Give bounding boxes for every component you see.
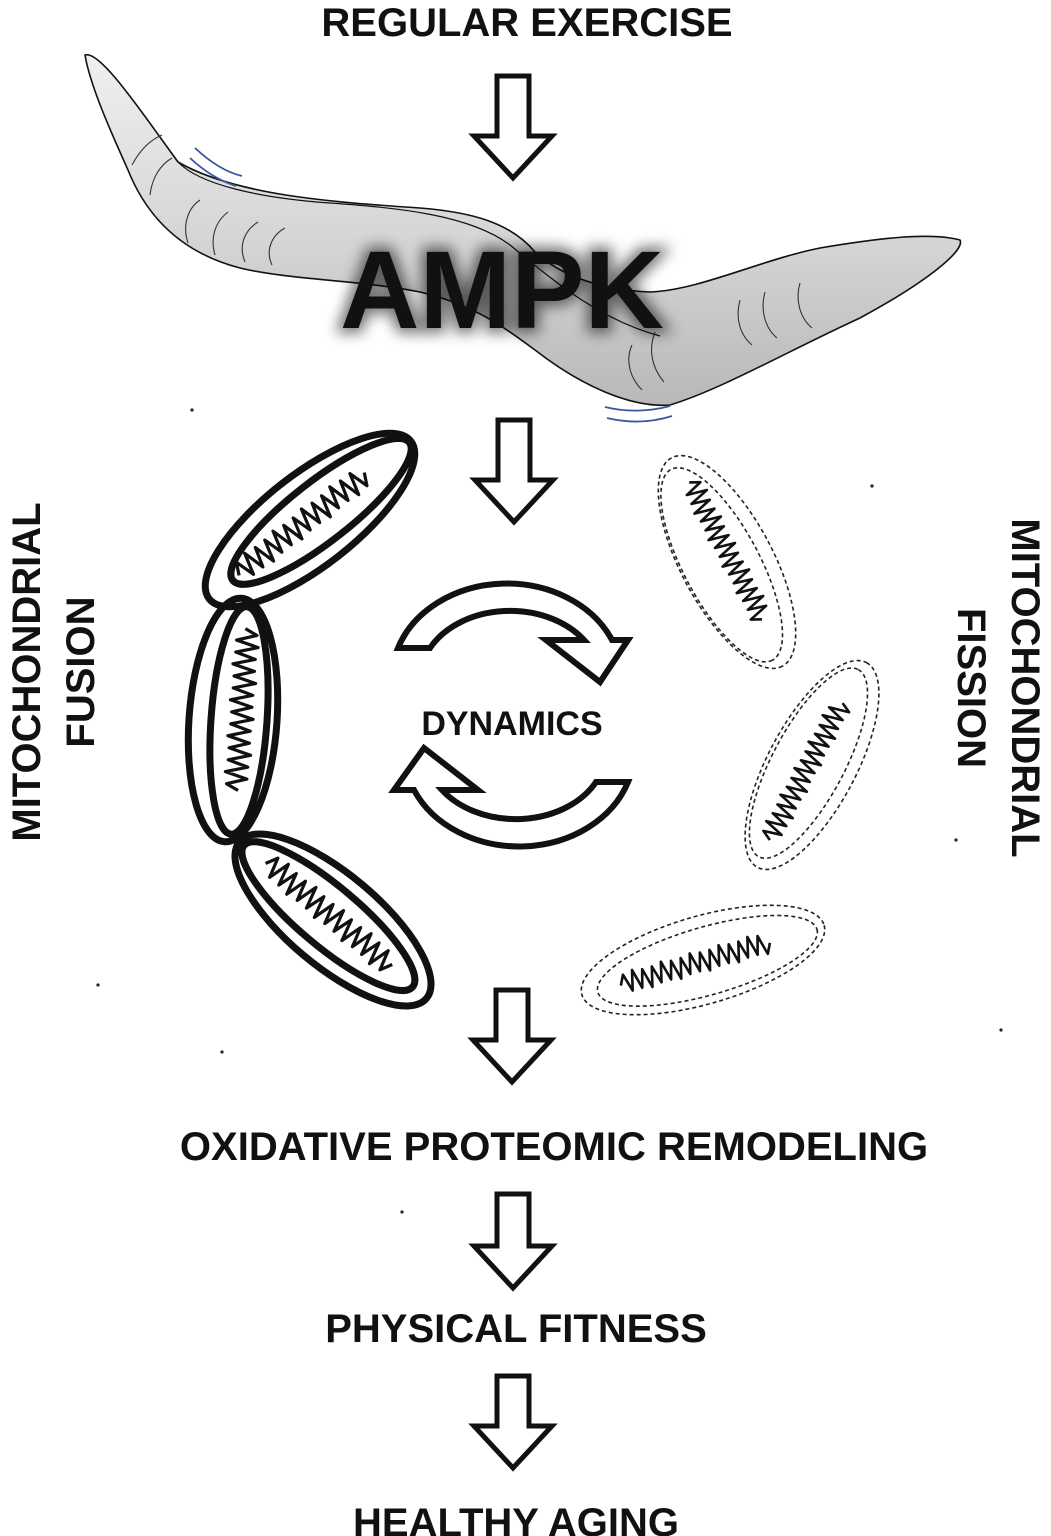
healthy-aging-label: HEALTHY AGING xyxy=(353,1501,679,1536)
hollow-down-arrow-icon xyxy=(468,73,558,182)
fission-label-line2: FISSION xyxy=(949,608,993,768)
ampk-node: AMPK AMPK xyxy=(335,224,669,357)
hollow-down-arrow-icon xyxy=(467,987,557,1086)
physical-fitness-label: PHYSICAL FITNESS xyxy=(325,1307,707,1351)
mitochondrion-icon xyxy=(580,904,826,1016)
cycle-arrow-bottom xyxy=(388,743,633,850)
background-specks xyxy=(96,408,1003,1214)
mitochondrion-icon xyxy=(231,830,435,1010)
mitochondrion-icon xyxy=(744,659,880,871)
dynamics-label: DYNAMICS xyxy=(421,705,602,743)
hollow-down-arrow-icon xyxy=(468,1373,558,1472)
fissioned-mitochondria xyxy=(580,454,880,1016)
mitochondrion-icon xyxy=(184,594,282,846)
ampk-label: AMPK xyxy=(340,229,664,352)
fusion-label: MITOCHONDRIAL FUSION xyxy=(5,502,103,841)
fission-label-line1: MITOCHONDRIAL xyxy=(1003,518,1047,857)
ampk-glow: AMPK xyxy=(340,229,664,352)
hollow-down-arrow-icon xyxy=(468,1191,558,1292)
mitochondrion-icon xyxy=(657,454,797,670)
fission-label: MITOCHONDRIAL FISSION xyxy=(949,518,1047,857)
title-regular-exercise: REGULAR EXERCISE xyxy=(321,1,732,45)
motion-lines-icon xyxy=(189,147,673,423)
fusion-label-line1: MITOCHONDRIAL xyxy=(5,502,49,841)
worm-icon xyxy=(84,54,962,423)
mitochondrion-icon xyxy=(201,429,419,611)
cycle-arrow-top xyxy=(393,580,634,687)
fused-mitochondria xyxy=(184,429,435,1010)
fusion-label-line2: FUSION xyxy=(59,596,103,747)
oxidative-remodeling-label: OXIDATIVE PROTEOMIC REMODELING xyxy=(180,1125,928,1169)
hollow-down-arrow-icon xyxy=(469,417,559,526)
circular-arrows-icon xyxy=(388,580,634,850)
